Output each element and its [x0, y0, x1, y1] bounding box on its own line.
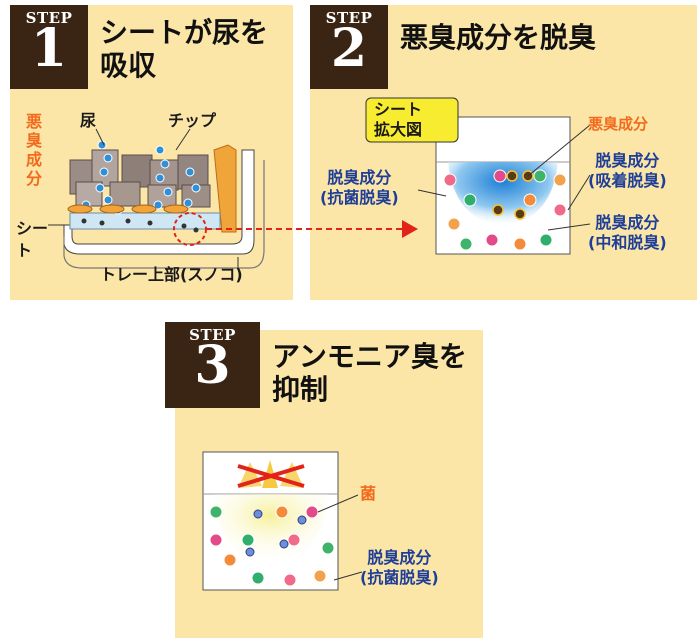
- odor-molecule: [514, 208, 526, 220]
- odor-molecule: [506, 170, 518, 182]
- deodorant-particle: [305, 505, 319, 519]
- deodorant-particle: [463, 193, 477, 207]
- deodorant-particle: [251, 571, 265, 585]
- step2-leaders: [417, 124, 591, 231]
- odor-molecule: [492, 204, 504, 216]
- deodorant-particle: [283, 573, 297, 587]
- step1-sheet-label: シー ト: [16, 219, 49, 260]
- cat-litter-chips: [69, 149, 211, 208]
- deodorant-particle: [209, 505, 223, 519]
- arrow-to-step2: [206, 220, 418, 238]
- step2-badge-word: STEP: [325, 9, 373, 27]
- tray-slats: [67, 204, 189, 214]
- step2-particles: [443, 169, 567, 251]
- deodorant-particle: [241, 533, 255, 547]
- step1-leaders: [48, 128, 239, 270]
- tray-illustration: [63, 144, 265, 269]
- step3-badge-word: STEP: [189, 326, 236, 344]
- bacteria: [297, 515, 307, 525]
- deodorant-particle: [275, 505, 289, 519]
- step2-left-label: 脱臭成分 (抗菌脱臭): [320, 168, 399, 207]
- step3-particles: [209, 505, 335, 587]
- step2-right1-label: 脱臭成分 (吸着脱臭): [588, 151, 667, 190]
- step1-title: シートが尿を 吸収: [100, 16, 269, 82]
- step1-badge-word: STEP: [25, 9, 73, 27]
- deodorant-particle: [485, 233, 499, 247]
- step2-magnify-tag: [365, 97, 459, 143]
- deodorant-particle: [459, 237, 473, 251]
- step2-title: 悪臭成分を脱臭: [400, 21, 597, 54]
- deodorant-particle: [447, 217, 461, 231]
- deodorant-particle: [553, 203, 567, 217]
- deodorant-particle: [209, 533, 223, 547]
- sheet-dots: [81, 218, 199, 233]
- blocked-odor-arrows: [237, 460, 305, 488]
- deodorant-particle: [553, 173, 567, 187]
- deodorant-particle: [523, 193, 537, 207]
- step3-agent-label: 脱臭成分 (抗菌脱臭): [360, 548, 439, 587]
- bacteria: [279, 539, 289, 549]
- step1-badge-number: 1: [30, 18, 68, 79]
- step1-chip-label: チップ: [168, 111, 217, 130]
- bacteria: [245, 547, 255, 557]
- step3-badge: STEP 3: [165, 322, 260, 408]
- step3-title: アンモニア臭を 抑制: [272, 340, 467, 406]
- step2-right2-label: 脱臭成分 (中和脱臭): [588, 213, 667, 252]
- deodorant-particle: [493, 169, 507, 183]
- step3-bacteria-label: 菌: [360, 484, 377, 503]
- step3-leaders: [317, 494, 363, 581]
- step1-tray-label: トレー上部(スノコ): [100, 265, 243, 284]
- step2-badge: STEP 2: [310, 5, 388, 89]
- deodorant-particle: [223, 553, 237, 567]
- step1-odor-label: 悪 臭 成 分: [26, 112, 43, 188]
- deodorant-particle: [513, 237, 527, 251]
- step2-odor-label: 悪臭成分: [588, 115, 649, 133]
- deodorant-particle: [313, 569, 327, 583]
- deodorant-particle: [539, 233, 553, 247]
- bacteria: [253, 509, 263, 519]
- step3-badge-number: 3: [194, 335, 231, 396]
- sheet-layer: [69, 212, 221, 230]
- deodorant-particle: [287, 533, 301, 547]
- deodorant-particle: [533, 169, 547, 183]
- step2-magnify-label: シート 拡大図: [374, 100, 423, 139]
- urine-droplets: [81, 140, 201, 215]
- deodorant-particle: [321, 541, 335, 555]
- deodorant-particle: [443, 173, 457, 187]
- step1-urine-label: 尿: [80, 111, 97, 130]
- step1-badge: STEP 1: [10, 5, 88, 89]
- step2-badge-number: 2: [330, 18, 368, 79]
